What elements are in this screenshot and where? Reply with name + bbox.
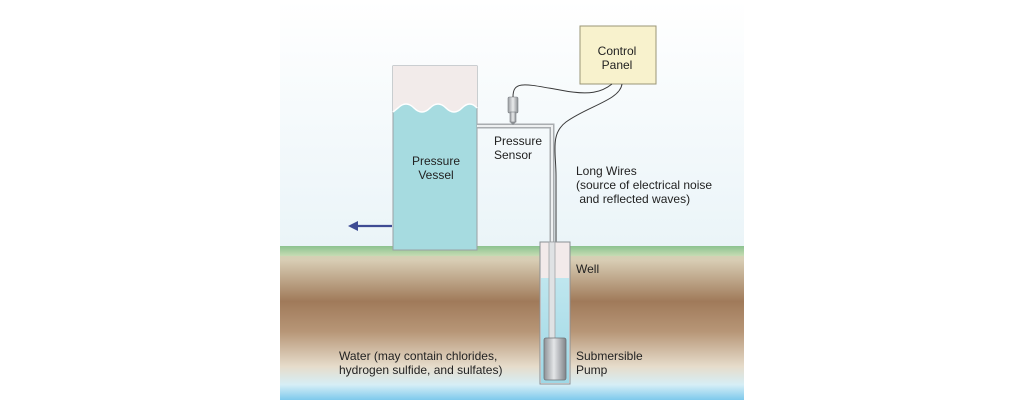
pipe-in-well <box>548 241 556 341</box>
submersible-pump <box>543 337 567 381</box>
submersible-pump-label: Submersible Pump <box>576 349 643 377</box>
well <box>539 241 571 385</box>
well-label: Well <box>576 262 600 276</box>
control-panel <box>579 25 657 85</box>
arrow-left-icon <box>348 221 392 231</box>
long-wires-label: Long Wires (source of electrical noise a… <box>576 164 713 206</box>
long-wires <box>512 83 623 340</box>
water-wave-icon <box>392 103 478 113</box>
vessel-air-space <box>393 66 477 112</box>
pump-wire <box>554 83 623 340</box>
pressure-vessel <box>392 65 478 251</box>
pressure-sensor-label: Pressure Sensor <box>494 134 543 162</box>
water-label: Water (may contain chlorides, hydrogen s… <box>339 349 503 377</box>
sensor-wire <box>512 83 613 98</box>
pressure-vessel-label: Pressure Vessel <box>411 154 461 182</box>
pressure-sensor <box>507 96 519 125</box>
control-panel-label: Control Panel <box>597 44 637 72</box>
